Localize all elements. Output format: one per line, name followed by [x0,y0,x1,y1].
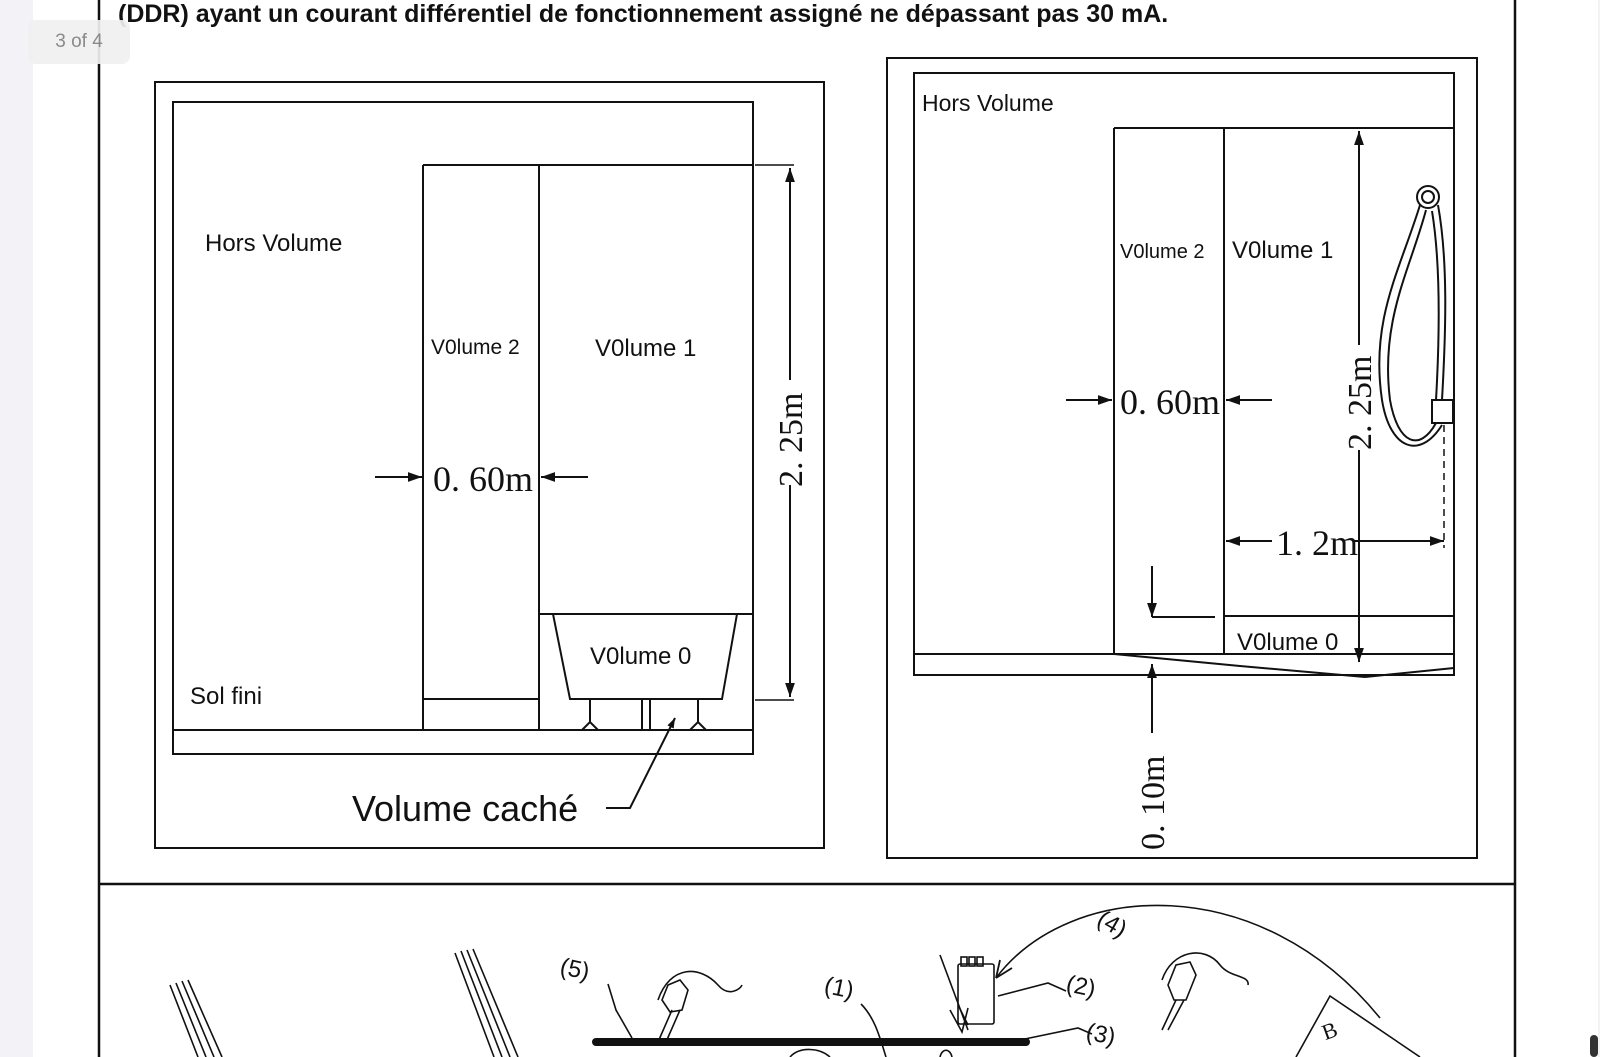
callout-4: (4) [1093,905,1132,943]
left-volume0-label: V0lume 0 [590,643,691,670]
callout-3: (3) [1084,1018,1118,1051]
right-volume2-label: V0lume 2 [1120,241,1205,263]
section-frame [97,0,1517,1057]
left-height-dimension: 2. 25m [773,393,810,487]
document-page [33,0,1598,1057]
installation-figure: (5) (1) (4) (2) (3) B [169,904,1421,1057]
right-floor-dimension: 0. 10m [1135,756,1172,850]
right-shower-dimension: 1. 2m [1276,523,1358,563]
left-bathroom-diagram: Hors Volume V0lume 2 V0lume 1 V0lume 0 0… [154,81,825,849]
left-volume1-label: V0lume 1 [595,335,696,362]
page-counter-text: 3 of 4 [55,31,103,52]
right-width-dimension: 0. 60m [1120,382,1220,422]
callout-5: (5) [558,953,592,986]
left-hors-volume-label: Hors Volume [205,230,342,257]
right-volume1-label: V0lume 1 [1232,237,1333,264]
callout-1: (1) [822,972,856,1005]
callout-2: (2) [1064,970,1098,1003]
scrollbar-thumb[interactable] [1590,1035,1598,1057]
panel-letter-b: B [1318,1016,1340,1045]
page-counter-badge: 3 of 4 [28,20,130,64]
left-volume2-label: V0lume 2 [431,336,520,359]
right-shower-diagram: Hors Volume V0lume 2 V0lume 1 V0lume 0 0… [886,57,1478,859]
left-floor-label: Sol fini [190,683,262,710]
right-height-dimension: 2. 25m [1342,356,1379,450]
right-volume0-label: V0lume 0 [1237,629,1338,656]
hidden-volume-label: Volume caché [352,788,578,829]
heading-text: (DDR) ayant un courant différentiel de f… [118,0,1168,28]
right-hors-volume-label: Hors Volume [922,90,1054,116]
left-width-dimension: 0. 60m [433,459,533,499]
